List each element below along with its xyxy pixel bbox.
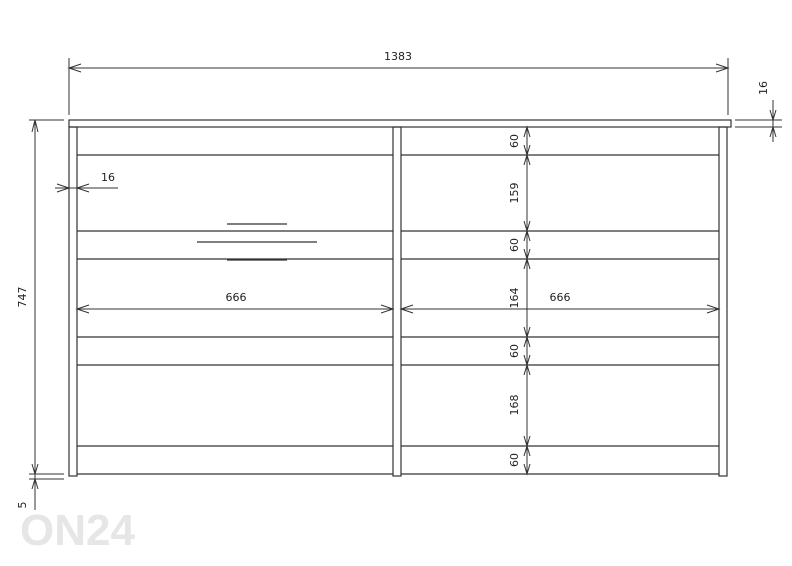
vertical-chain-dimensions: 60 159 60 164 60 168 60 [508, 125, 531, 476]
left-width-label: 666 [226, 291, 247, 304]
dim-label: 60 [508, 134, 521, 148]
dim-label: 168 [508, 395, 521, 416]
side-thickness-dimension: 16 [55, 171, 118, 193]
overall-width-dimension: 1383 [67, 50, 730, 115]
right-width-label: 666 [550, 291, 571, 304]
watermark-logo: ON24 [20, 506, 135, 555]
shelf-lines [77, 154, 719, 475]
cabinet-body [68, 119, 732, 477]
dim-label: 164 [508, 288, 521, 309]
dim-label: 159 [508, 183, 521, 204]
overall-height-dimension: 747 5 [16, 119, 64, 510]
compartment-width-dimensions: 666 666 [75, 291, 721, 314]
foot-height-label: 5 [16, 502, 29, 509]
top-thickness-label: 16 [757, 81, 770, 95]
dim-label: 60 [508, 453, 521, 467]
side-thickness-label: 16 [101, 171, 115, 184]
dim-label: 60 [508, 344, 521, 358]
overall-width-label: 1383 [384, 50, 412, 63]
overall-height-label: 747 [16, 287, 29, 308]
handle-marks [197, 223, 317, 261]
dim-label: 60 [508, 238, 521, 252]
top-thickness-dimension: 16 [735, 81, 782, 142]
